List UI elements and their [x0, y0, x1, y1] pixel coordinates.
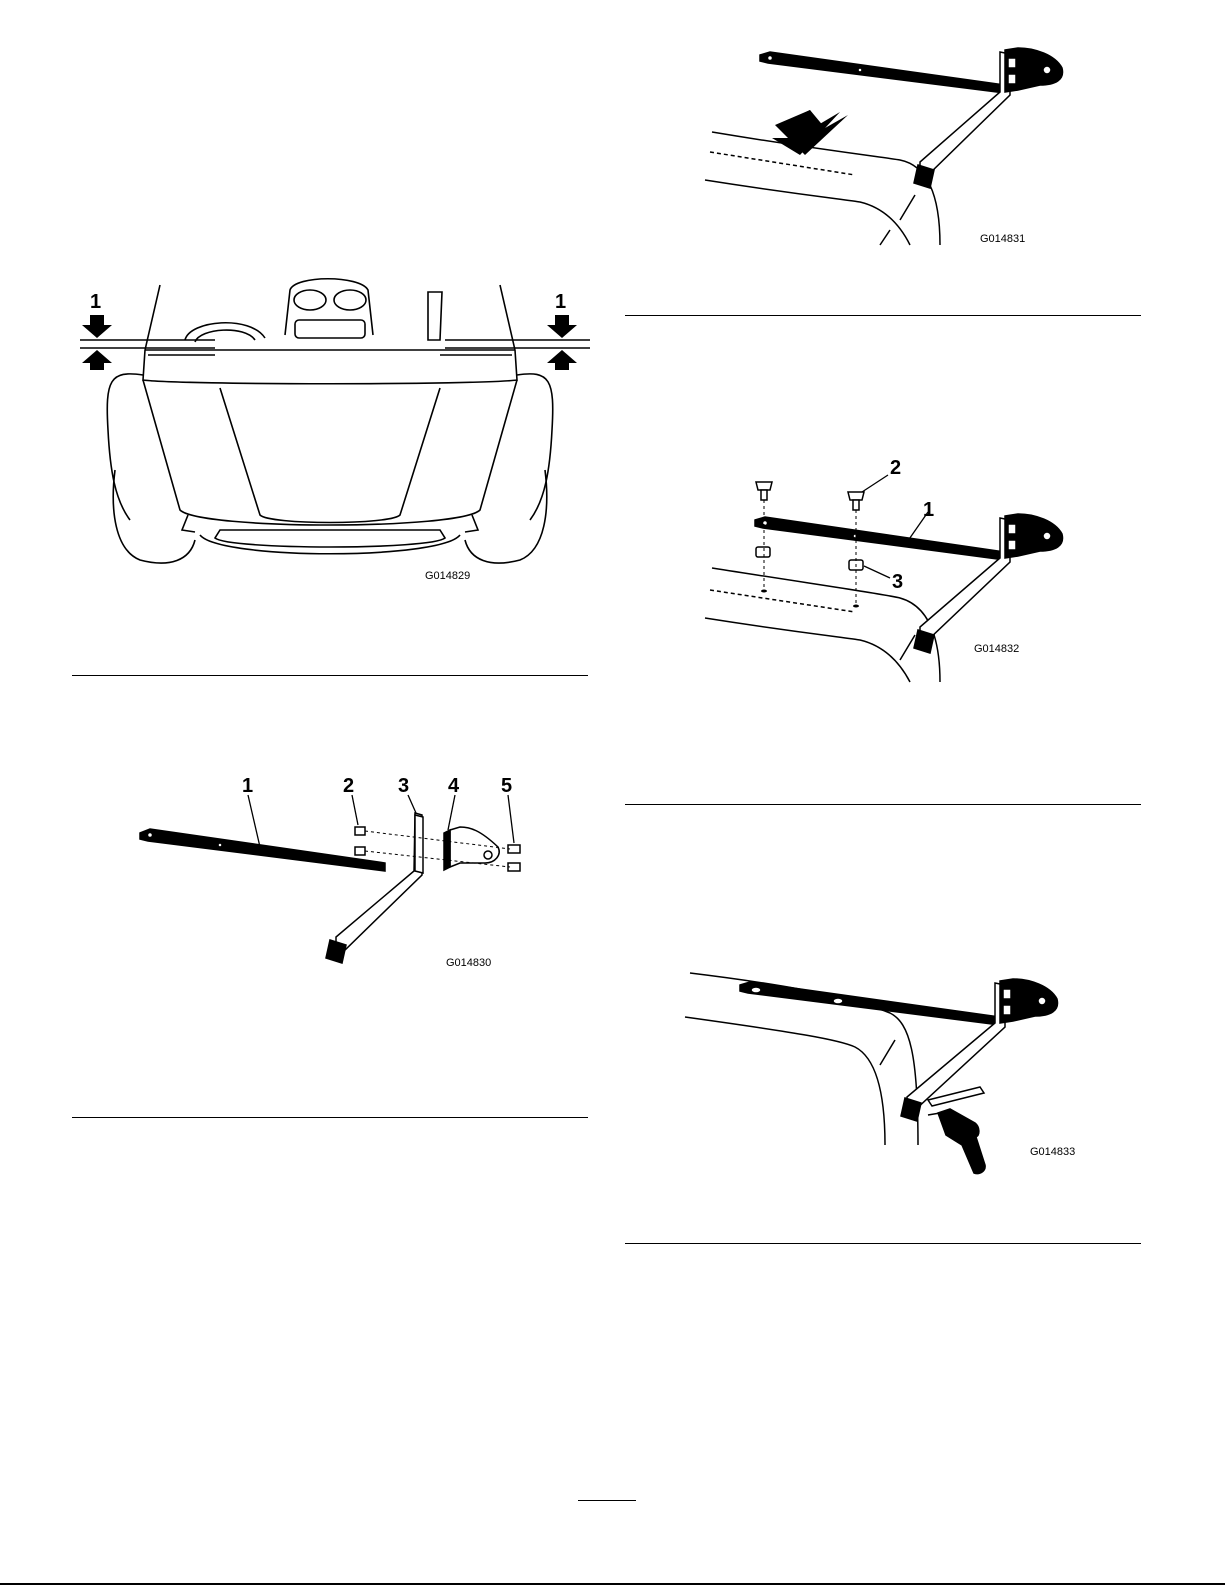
callout-5: 5	[501, 775, 512, 797]
bracket-exploded-illustration: 1 2 3 4 5 G014830	[130, 775, 550, 975]
section-divider	[625, 804, 1141, 805]
bracket-fasteners-illustration: 2 1 3 G014832	[700, 450, 1080, 685]
cart-front-illustration: 1 1 G014829	[70, 270, 600, 600]
callout-1-left: 1	[90, 291, 101, 313]
figure-code: G014831	[980, 233, 1025, 245]
figure-code: G014830	[446, 957, 491, 969]
callout-4: 4	[448, 775, 460, 797]
callout-2: 2	[343, 775, 354, 797]
callout-1: 1	[923, 499, 934, 521]
section-divider	[625, 1243, 1141, 1244]
figure-bracket-exploded: 1 2 3 4 5 G014830	[130, 775, 550, 975]
bracket-on-roof-illustration: G014831	[700, 40, 1080, 250]
callout-1-right: 1	[555, 291, 566, 313]
figure-code: G014833	[1030, 1146, 1075, 1158]
figure-code: G014832	[974, 643, 1019, 655]
page-number-underline	[578, 1500, 636, 1501]
callout-2: 2	[890, 457, 901, 479]
bracket-drill-illustration: G014833	[680, 965, 1100, 1180]
figure-bracket-fasteners: 2 1 3 G014832	[700, 450, 1080, 685]
section-divider	[625, 315, 1141, 316]
figure-bracket-drill: G014833	[680, 965, 1100, 1180]
figure-bracket-on-roof: G014831	[700, 40, 1080, 250]
callout-1: 1	[242, 775, 253, 797]
callout-3: 3	[398, 775, 409, 797]
figure-code: G014829	[425, 570, 470, 582]
figure-cart-front: 1 1 G014829	[70, 270, 600, 600]
section-divider	[72, 1117, 588, 1118]
callout-3: 3	[892, 571, 903, 593]
section-divider	[72, 675, 588, 676]
